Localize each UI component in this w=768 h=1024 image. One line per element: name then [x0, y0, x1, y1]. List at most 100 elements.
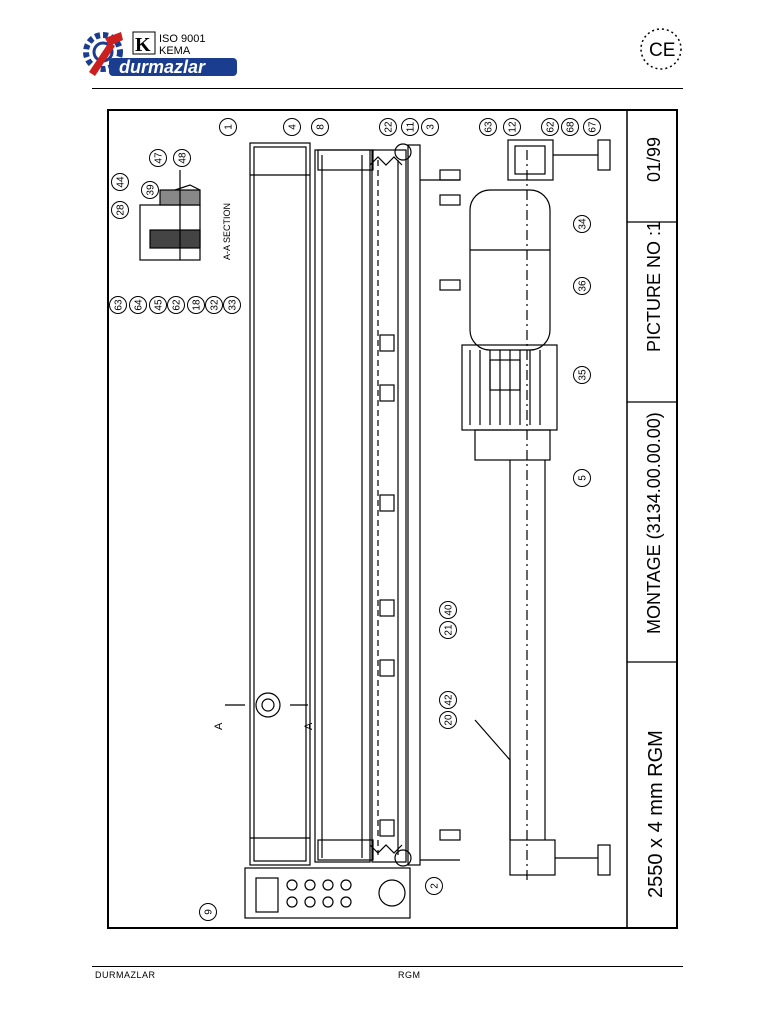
balloon-label: 3 [426, 124, 437, 130]
kema-k-icon: K [132, 31, 156, 56]
balloon-circle [311, 118, 329, 136]
balloon-label: 47 [154, 152, 165, 164]
balloon-b9: 9 [199, 903, 217, 921]
balloon-s18: 18 [187, 296, 205, 314]
balloon-circle [199, 903, 217, 921]
balloon-s39: 39 [141, 181, 159, 199]
balloon-label: 40 [444, 604, 455, 616]
balloon-circle [479, 118, 497, 136]
balloon-b12: 12 [503, 118, 521, 136]
balloon-label: 62 [172, 299, 183, 311]
balloon-circle [439, 711, 457, 729]
balloon-label: 20 [444, 714, 455, 726]
balloon-s45: 45 [149, 296, 167, 314]
balloon-label: 4 [288, 124, 299, 130]
balloon-circle [149, 296, 167, 314]
balloon-label: 1 [224, 124, 235, 130]
motor-gearbox-assembly [439, 139, 611, 880]
balloon-label: 22 [384, 121, 395, 133]
balloon-circle [173, 149, 191, 167]
balloon-label: 42 [444, 694, 455, 706]
ce-mark: CE [649, 40, 675, 61]
hydraulic-cylinder-bottom [317, 839, 412, 867]
hydraulic-cylinder-top [317, 143, 412, 171]
balloon-circle [541, 118, 559, 136]
balloon-b36: 36 [573, 277, 591, 295]
section-detail [139, 170, 201, 261]
balloon-label: 45 [154, 299, 165, 311]
balloon-label: 35 [578, 369, 589, 381]
balloon-circle [573, 469, 591, 487]
ce-star-circle-icon: CE [640, 28, 682, 70]
balloon-circle [439, 691, 457, 709]
brand-name: durmazlar [119, 57, 206, 77]
balloon-b8: 8 [311, 118, 329, 136]
balloon-circle [573, 277, 591, 295]
balloon-b1: 1 [219, 118, 237, 136]
balloon-label: 32 [210, 299, 221, 311]
section-marker-left: A [213, 722, 225, 730]
balloon-circle [111, 201, 129, 219]
balloon-label: 62 [546, 121, 557, 133]
title-picture-no: PICTURE NO :1 [644, 221, 664, 352]
balloon-b11: 11 [401, 118, 419, 136]
footer-company: DURMAZLAR [95, 970, 156, 980]
balloon-circle [425, 877, 443, 895]
balloon-b21: 21 [439, 621, 457, 639]
balloon-circle [401, 118, 419, 136]
gear-hammer-logo-icon [83, 32, 123, 76]
balloon-circle [141, 181, 159, 199]
balloon-s28: 28 [111, 201, 129, 219]
balloon-b40: 40 [439, 601, 457, 619]
balloon-label: 64 [134, 299, 145, 311]
blade-clamps [379, 334, 395, 837]
balloon-b3: 3 [421, 118, 439, 136]
balloon-circle [379, 118, 397, 136]
machine-frame [249, 142, 460, 866]
balloon-label: 39 [146, 184, 157, 196]
balloon-circle [129, 296, 147, 314]
balloon-b63a: 63 [479, 118, 497, 136]
balloon-label: 63 [114, 299, 125, 311]
balloon-s62: 62 [167, 296, 185, 314]
balloon-circle [439, 601, 457, 619]
balloon-s64: 64 [129, 296, 147, 314]
balloon-circle [149, 149, 167, 167]
balloon-s48: 48 [173, 149, 191, 167]
balloon-circle [283, 118, 301, 136]
balloon-circle [583, 118, 601, 136]
balloon-b22: 22 [379, 118, 397, 136]
balloon-circle [109, 296, 127, 314]
balloon-b42: 42 [439, 691, 457, 709]
company-logo: K ISO 9001 KEMA durmazlar [83, 31, 237, 77]
balloon-circle [573, 366, 591, 384]
header-rule [92, 88, 683, 89]
svg-text:K: K [135, 34, 151, 56]
balloon-b5: 5 [573, 469, 591, 487]
balloon-label: 33 [228, 299, 239, 311]
balloon-circle [503, 118, 521, 136]
balloon-label: 2 [430, 883, 441, 889]
title-drawing-number: MONTAGE (3134.00.00.00) [644, 412, 664, 634]
balloon-circle [573, 215, 591, 233]
balloon-label: 34 [578, 218, 589, 230]
balloon-b35: 35 [573, 366, 591, 384]
balloon-circle [223, 296, 241, 314]
footer-rule [92, 966, 683, 967]
balloon-label: 12 [508, 121, 519, 133]
balloon-b4: 4 [283, 118, 301, 136]
balloon-label: 9 [204, 909, 215, 915]
balloon-b34: 34 [573, 215, 591, 233]
drawing-border [107, 109, 678, 929]
balloon-label: 68 [566, 121, 577, 133]
balloon-label: 11 [406, 121, 417, 132]
balloon-label: 48 [178, 152, 189, 164]
balloon-label: 8 [316, 124, 327, 130]
balloon-s47: 47 [149, 149, 167, 167]
balloon-label: 5 [578, 475, 589, 481]
section-label: A-A SECTION [222, 203, 232, 260]
balloon-circle [167, 296, 185, 314]
balloon-s63: 63 [109, 296, 127, 314]
balloon-circle [111, 173, 129, 191]
